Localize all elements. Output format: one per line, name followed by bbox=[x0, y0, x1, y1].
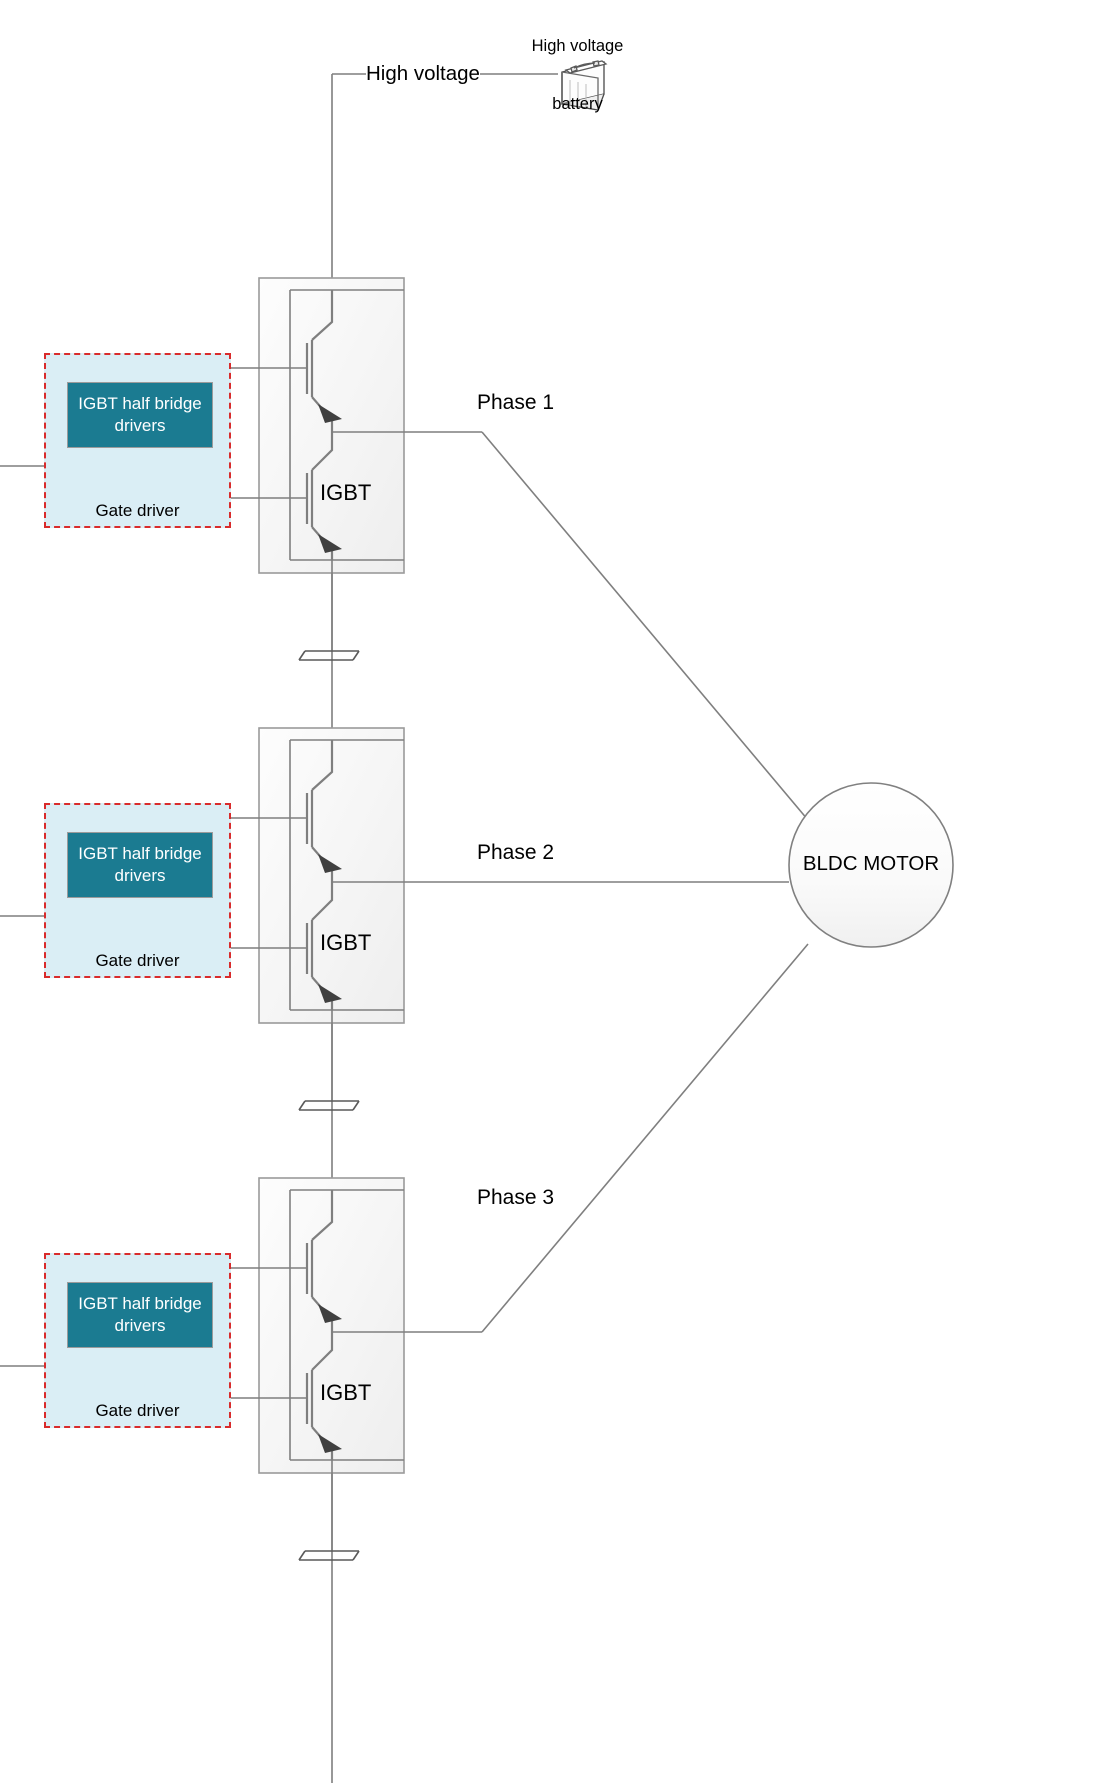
leg-3-gate-driver-caption: Gate driver bbox=[95, 1401, 180, 1420]
leg-2-ground-icon bbox=[298, 1010, 360, 1111]
bldc-motor-label: BLDC MOTOR bbox=[802, 852, 940, 875]
leg-3-lower-igbt-arrow bbox=[318, 1434, 342, 1453]
leg-1-igbt-label: IGBT bbox=[320, 480, 372, 505]
leg-2-upper-igbt-arrow bbox=[318, 854, 342, 873]
leg-2-igbt-half-bridge-drivers-box[interactable]: IGBT half bridge drivers bbox=[67, 832, 213, 898]
leg-2-gate-driver-group[interactable]: IGBT half bridge drivers Gate driver bbox=[44, 803, 231, 978]
leg-2-phase-label: Phase 2 bbox=[477, 841, 555, 864]
leg-2-driver-line1: IGBT half bridge bbox=[78, 843, 202, 863]
bldc-motor-circle bbox=[788, 782, 954, 948]
leg-3-phase-label: Phase 3 bbox=[477, 1186, 555, 1209]
leg-1-gate-driver-group[interactable]: IGBT half bridge drivers Gate driver bbox=[44, 353, 231, 528]
leg-1-driver-line2: drivers bbox=[114, 416, 166, 435]
high-voltage-battery-label: High voltage battery bbox=[485, 0, 670, 154]
leg-1-gate-driver-caption: Gate driver bbox=[95, 501, 180, 520]
leg-1-phase-label: Phase 1 bbox=[477, 391, 555, 414]
leg-1-group bbox=[230, 277, 809, 821]
leg-1-driver-line1: IGBT half bridge bbox=[78, 393, 202, 413]
leg-1-ground-icon bbox=[298, 560, 360, 661]
leg-3-driver-line1: IGBT half bridge bbox=[78, 1293, 202, 1313]
high-voltage-battery-icon bbox=[561, 60, 608, 111]
leg-1-igbt-half-bridge-drivers-box[interactable]: IGBT half bridge drivers bbox=[67, 382, 213, 448]
leg-2-driver-line2: drivers bbox=[114, 866, 166, 885]
leg-1-upper-igbt-arrow bbox=[318, 404, 342, 423]
leg-3-igbt-label: IGBT bbox=[320, 1380, 372, 1405]
leg-2-lower-igbt-arrow bbox=[318, 984, 342, 1003]
leg-2-gate-driver-caption: Gate driver bbox=[95, 951, 180, 970]
leg-3-ground-icon bbox=[298, 1460, 360, 1561]
bldc-motor-label-wrap: BLDC MOTOR bbox=[789, 852, 953, 876]
battery-label-line1: High voltage bbox=[531, 36, 624, 55]
leg-3-igbt-half-bridge-drivers-box[interactable]: IGBT half bridge drivers bbox=[67, 1282, 213, 1348]
leg-1-lower-igbt-arrow bbox=[318, 534, 342, 553]
leg-3-group bbox=[230, 943, 809, 1561]
high-voltage-label: High voltage bbox=[366, 62, 480, 85]
leg-3-gate-driver-group[interactable]: IGBT half bridge drivers Gate driver bbox=[44, 1253, 231, 1428]
leg-2-group bbox=[230, 727, 789, 1111]
leg-3-driver-line2: drivers bbox=[114, 1316, 166, 1335]
leg-2-igbt-label: IGBT bbox=[320, 930, 372, 955]
battery-label-line2: battery bbox=[552, 95, 603, 114]
leg-3-upper-igbt-arrow bbox=[318, 1304, 342, 1323]
